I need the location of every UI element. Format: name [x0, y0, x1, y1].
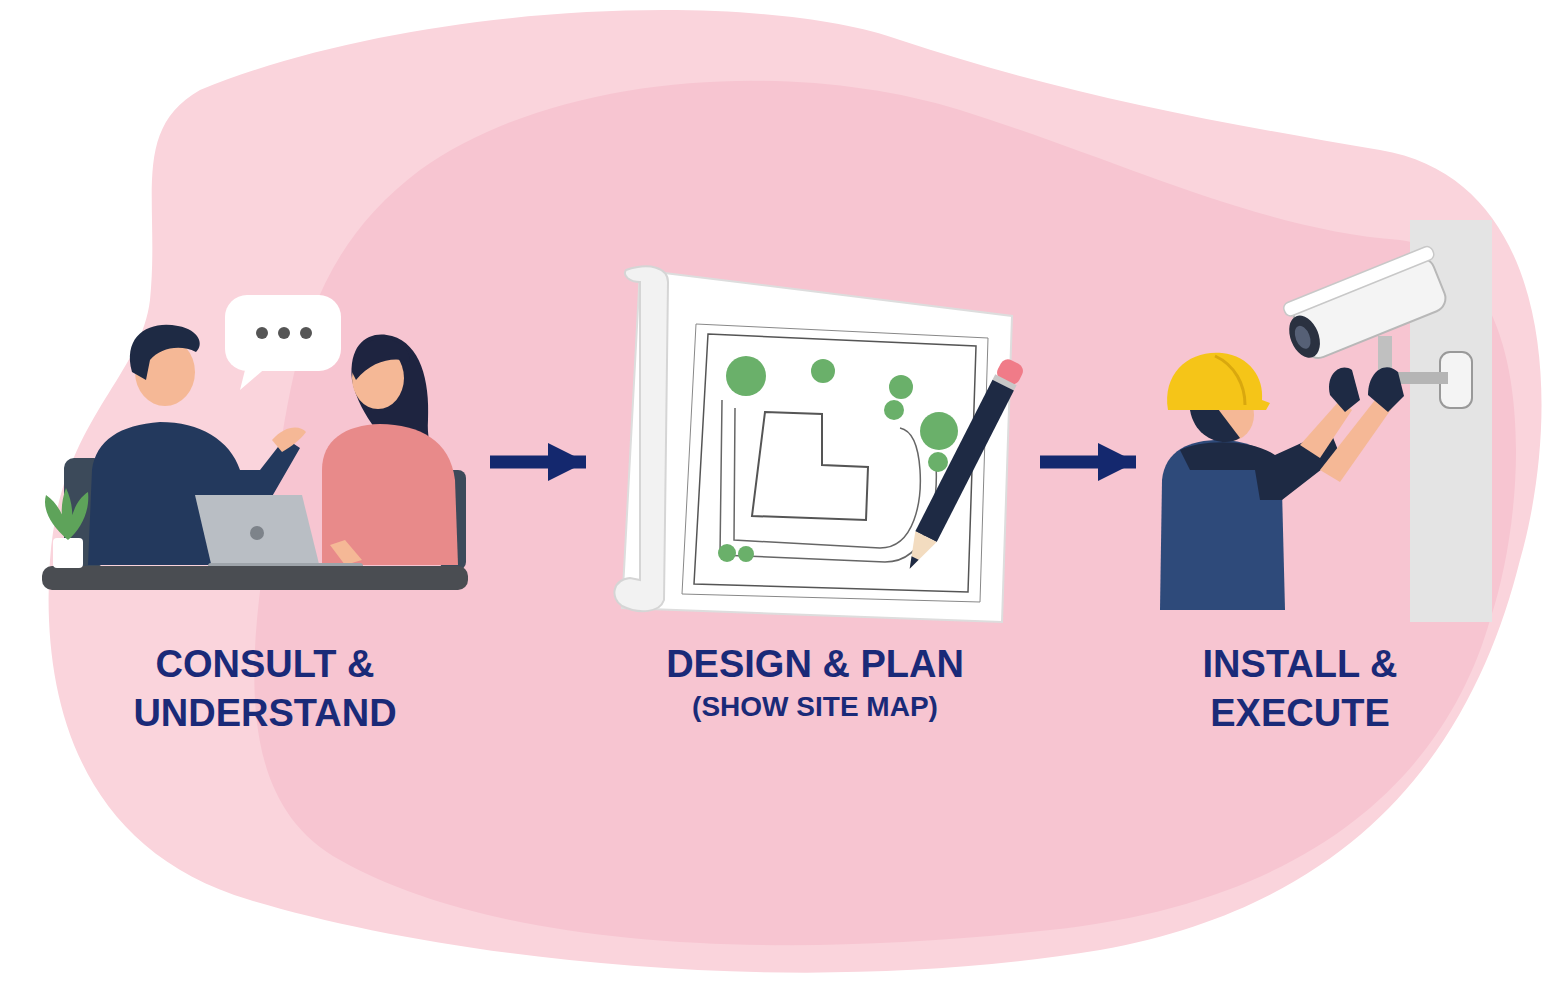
hard-hat	[1167, 353, 1270, 410]
step-title: DESIGN & PLAN	[600, 640, 1030, 689]
road	[734, 408, 920, 548]
tree	[928, 452, 948, 472]
flow-arrow	[490, 456, 586, 469]
blueprint-paper	[622, 270, 1012, 622]
hand	[272, 427, 306, 452]
background-blob	[49, 10, 1542, 973]
tree	[889, 375, 913, 399]
tree	[718, 544, 736, 562]
consult-scene	[42, 295, 468, 590]
road	[720, 400, 936, 562]
process-step: DESIGN & PLAN(SHOW SITE MAP)	[590, 260, 1040, 750]
tree	[726, 356, 766, 396]
step-subtitle: (SHOW SITE MAP)	[600, 689, 1030, 725]
background-blob-inner	[254, 81, 1516, 946]
tree	[738, 546, 754, 562]
camera	[1277, 245, 1454, 366]
step-caption: DESIGN & PLAN(SHOW SITE MAP)	[590, 640, 1040, 726]
step-title: INSTALL & EXECUTE	[1150, 640, 1450, 739]
building	[752, 412, 868, 520]
process-step: CONSULT & UNDERSTAND	[40, 290, 490, 750]
glove	[1368, 367, 1404, 412]
speech-bubble-tail	[240, 366, 268, 390]
tree	[920, 412, 958, 450]
plant-pot	[53, 538, 83, 568]
dot	[300, 327, 312, 339]
laptop	[195, 495, 320, 568]
plant	[45, 488, 88, 540]
site-map-scene	[614, 266, 1025, 622]
step-caption: INSTALL & EXECUTE	[1140, 640, 1460, 739]
process-step: INSTALL & EXECUTE	[1140, 220, 1460, 750]
flow-arrow	[1040, 456, 1136, 469]
worker-arm	[1320, 400, 1392, 482]
dot	[278, 327, 290, 339]
hard-hat-ridge	[1215, 356, 1245, 405]
tree	[884, 400, 904, 420]
paper-roll	[614, 266, 668, 611]
map-border	[682, 324, 988, 602]
laptop-logo	[250, 526, 264, 540]
glove	[1329, 368, 1360, 412]
pencil	[899, 357, 1026, 575]
hair	[130, 325, 200, 380]
person-woman	[322, 424, 458, 565]
step-caption: CONSULT & UNDERSTAND	[40, 640, 490, 739]
map-border	[694, 334, 976, 592]
speech-bubble	[225, 295, 341, 371]
install-scene	[1160, 220, 1492, 622]
step-title: CONSULT & UNDERSTAND	[100, 640, 430, 739]
hair	[352, 339, 410, 380]
arm	[330, 540, 362, 565]
desk	[42, 566, 468, 590]
tree	[811, 359, 835, 383]
hair	[1190, 405, 1240, 442]
dot	[256, 327, 268, 339]
